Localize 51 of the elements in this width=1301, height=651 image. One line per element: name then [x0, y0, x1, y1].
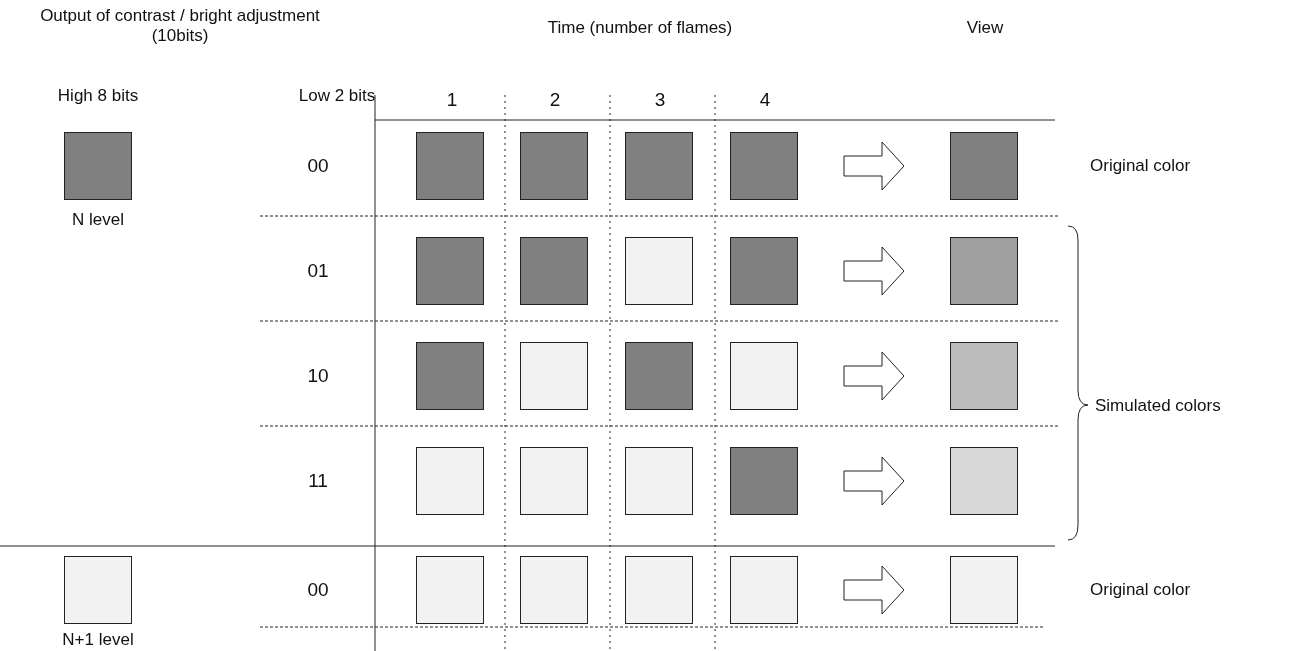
bit-code: 11: [307, 471, 329, 491]
bit-code: 00: [306, 580, 330, 600]
block-arrow: [843, 246, 905, 296]
level-square: [64, 132, 132, 200]
frame-square: [625, 447, 693, 515]
view-square: [950, 132, 1018, 200]
frame-square: [520, 447, 588, 515]
heading: View: [965, 18, 1005, 38]
block-arrow: [843, 565, 905, 615]
frame-number: 2: [548, 90, 562, 110]
frame-square: [625, 237, 693, 305]
level-square: [64, 556, 132, 624]
frame-square: [730, 556, 798, 624]
level-caption: N level: [71, 210, 125, 230]
frame-square: [730, 342, 798, 410]
frame-square: [730, 237, 798, 305]
frame-square: [730, 132, 798, 200]
frame-square: [625, 556, 693, 624]
view-square: [950, 342, 1018, 410]
row-note: Simulated colors: [1095, 396, 1222, 416]
frame-square: [520, 556, 588, 624]
frame-square: [416, 556, 484, 624]
column-heading: Low 2 bits: [297, 86, 377, 106]
frame-square: [520, 237, 588, 305]
bit-code: 01: [306, 261, 330, 281]
view-square: [950, 237, 1018, 305]
row-note: Original color: [1090, 580, 1192, 600]
block-arrow: [843, 141, 905, 191]
view-square: [950, 447, 1018, 515]
bit-code: 00: [306, 156, 330, 176]
frame-number: 3: [653, 90, 667, 110]
bit-code: 10: [306, 366, 330, 386]
frame-square: [625, 132, 693, 200]
frame-square: [520, 342, 588, 410]
frame-number: 4: [758, 90, 772, 110]
view-square: [950, 556, 1018, 624]
frame-square: [416, 342, 484, 410]
block-arrow: [843, 456, 905, 506]
frame-square: [416, 447, 484, 515]
frame-square: [416, 237, 484, 305]
frame-square: [730, 447, 798, 515]
heading: Output of contrast / bright adjustment (10bits): [39, 6, 321, 46]
row-note: Original color: [1090, 156, 1192, 176]
frame-square: [625, 342, 693, 410]
frame-number: 1: [445, 90, 459, 110]
column-heading: High 8 bits: [56, 86, 140, 106]
level-caption: N+1 level: [61, 630, 135, 650]
block-arrow: [843, 351, 905, 401]
frame-square: [520, 132, 588, 200]
heading: Time (number of flames): [546, 18, 734, 38]
frame-square: [416, 132, 484, 200]
